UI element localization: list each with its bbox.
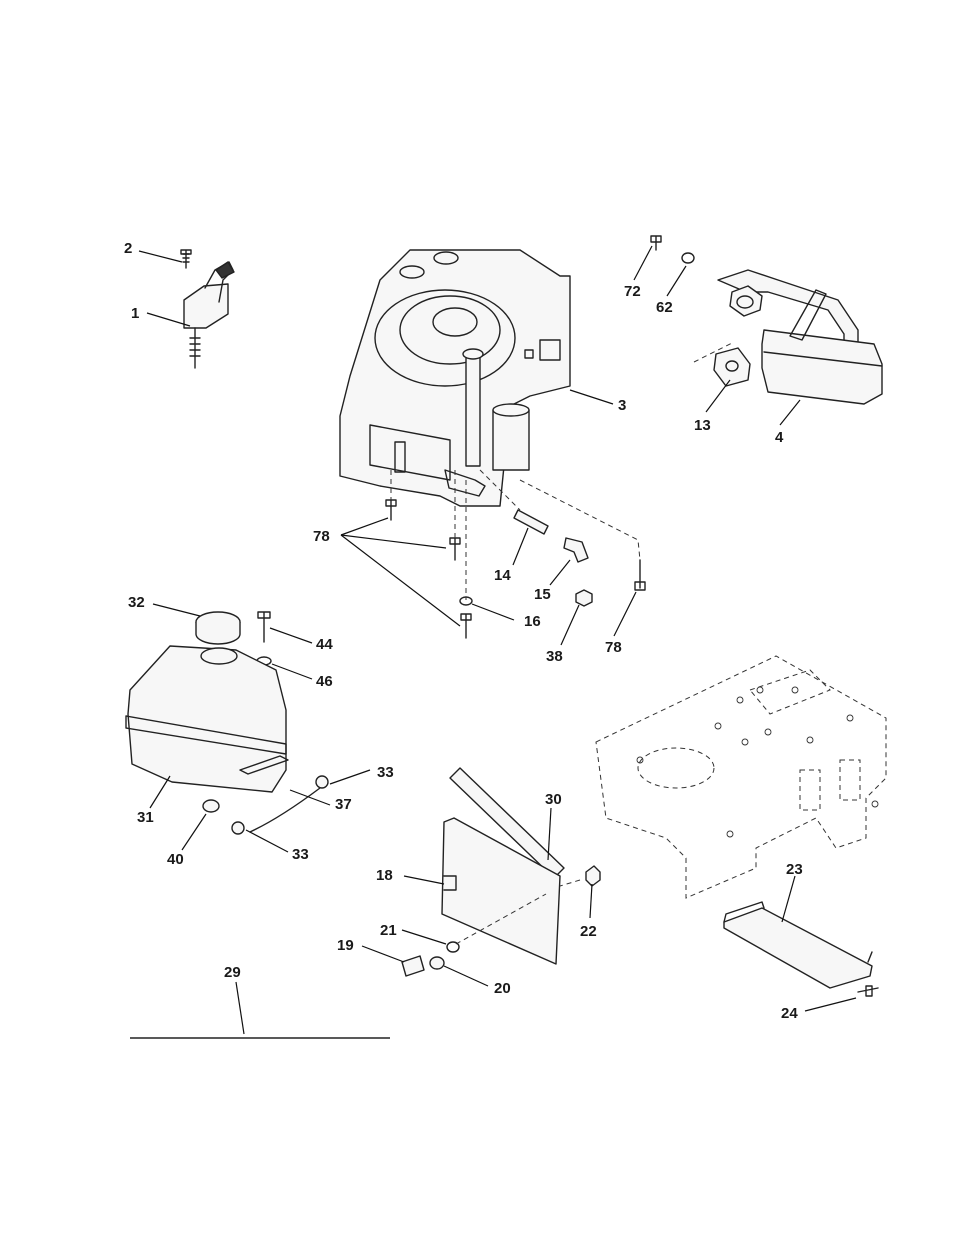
callout-15: 15 <box>534 586 551 603</box>
callout-2: 2 <box>124 240 132 257</box>
cover-plate <box>724 902 878 996</box>
callout-20: 20 <box>494 980 511 997</box>
callout-23: 23 <box>786 861 803 878</box>
callout-18: 18 <box>376 867 393 884</box>
engine-mount-hardware <box>386 470 645 638</box>
callout-24: 24 <box>781 1005 798 1022</box>
callout-33-upper: 33 <box>377 764 394 781</box>
callout-29: 29 <box>224 964 241 981</box>
engine <box>340 250 570 506</box>
callout-33-lower: 33 <box>292 846 309 863</box>
callout-46: 46 <box>316 673 333 690</box>
callout-44: 44 <box>316 636 333 653</box>
callout-19: 19 <box>337 937 354 954</box>
frame-chassis <box>596 656 886 898</box>
callout-31: 31 <box>137 809 154 826</box>
callout-3: 3 <box>618 397 626 414</box>
callout-21: 21 <box>380 922 397 939</box>
callout-16: 16 <box>524 613 541 630</box>
fuel-tank-assembly <box>126 612 328 834</box>
callout-78-right: 78 <box>605 639 622 656</box>
throttle-control <box>181 250 234 368</box>
callout-37: 37 <box>335 796 352 813</box>
callout-62: 62 <box>656 299 673 316</box>
callout-30: 30 <box>545 791 562 808</box>
callout-72: 72 <box>624 283 641 300</box>
callout-38: 38 <box>546 648 563 665</box>
callout-1: 1 <box>131 305 139 322</box>
callout-4: 4 <box>775 429 784 446</box>
callout-14: 14 <box>494 567 511 584</box>
callout-13: 13 <box>694 417 711 434</box>
muffler-assembly <box>651 236 882 404</box>
callout-32: 32 <box>128 594 145 611</box>
callout-40: 40 <box>167 851 184 868</box>
callout-78: 78 <box>313 528 330 545</box>
heat-shield-assembly <box>402 768 600 976</box>
callout-22: 22 <box>580 923 597 940</box>
